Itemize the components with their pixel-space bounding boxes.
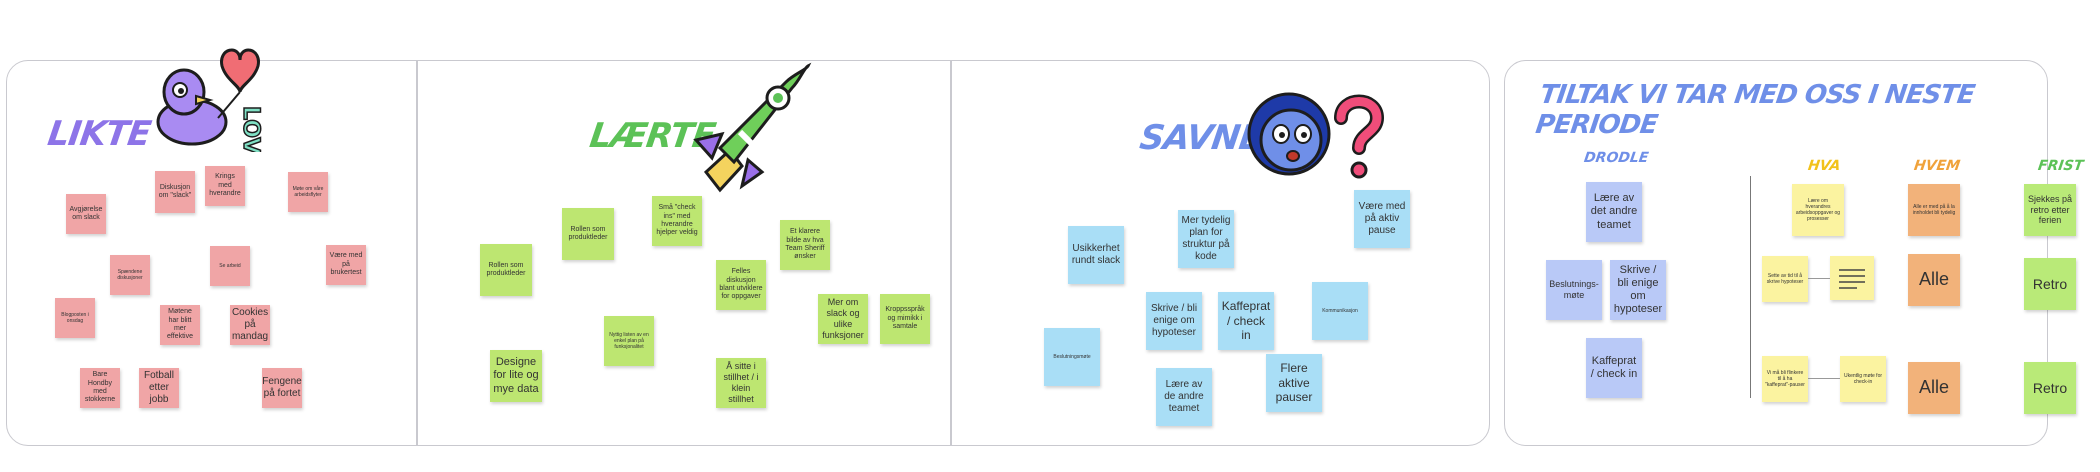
sticky-note[interactable]: Kaffeprat / check in bbox=[1218, 292, 1274, 350]
sticky-note[interactable]: Et klarere bilde av hva Team Sheriff øns… bbox=[780, 220, 830, 270]
sticky-note[interactable]: Diskusjon om "slack" bbox=[155, 171, 195, 213]
sticky-note[interactable]: Designe for lite og mye data bbox=[490, 350, 542, 402]
sticky-note[interactable]: Bare Hondby med stokkerne bbox=[80, 368, 120, 408]
sticky-note[interactable]: Skrive / bli enige om hypoteser bbox=[1610, 260, 1666, 320]
sticky-note[interactable]: Felles diskusjon blant utviklere for opp… bbox=[716, 260, 766, 310]
sticky-note[interactable]: Lære av det andre teamet bbox=[1586, 182, 1642, 242]
sticky-note[interactable]: Lære av de andre teamet bbox=[1156, 368, 1212, 426]
sticky-note[interactable]: Mer tydelig plan for struktur på kode bbox=[1178, 210, 1234, 268]
sticky-note[interactable]: Kroppsspråk og mimikk i samtale bbox=[880, 294, 930, 344]
sticky-note[interactable]: Kaffeprat / check in bbox=[1586, 338, 1642, 398]
column-header-hvem: HVEM bbox=[1912, 158, 1962, 174]
column-header-frist: FRIST bbox=[2036, 158, 2085, 174]
sticky-note[interactable]: Ukentlig møte for check-in bbox=[1840, 356, 1886, 402]
love-bird-sticker-icon: LOVE bbox=[156, 48, 264, 152]
sticky-note[interactable]: Være med på brukertest bbox=[326, 245, 366, 285]
sticky-note[interactable]: Beslutningsmøte bbox=[1044, 328, 1100, 386]
section-divider-1 bbox=[416, 60, 418, 446]
sticky-note[interactable]: Være med på aktiv pause bbox=[1354, 190, 1410, 248]
sticky-note[interactable]: Lære om hverandres arbeidsoppgaver og pr… bbox=[1792, 184, 1844, 236]
sticky-note[interactable]: Krings med hverandre bbox=[205, 166, 245, 206]
sticky-note[interactable]: Sette av tid til å skrive hypoteser bbox=[1762, 256, 1808, 302]
confused-face-sticker-icon bbox=[1247, 92, 1385, 179]
sticky-note[interactable]: Retro bbox=[2024, 258, 2076, 310]
tiltak-heading: TILTAK VI TAR MED OSS I NESTE PERIODE bbox=[1533, 80, 1977, 140]
svg-text:LOVE: LOVE bbox=[238, 106, 263, 152]
sticky-note[interactable]: Fotball etter jobb bbox=[139, 368, 179, 408]
sticky-note[interactable]: Møtene har blitt mer effektive bbox=[160, 305, 200, 345]
sticky-note[interactable]: Rollen som produktleder bbox=[480, 244, 532, 296]
sticky-note[interactable]: Fengene på fortet bbox=[262, 368, 302, 408]
sticky-note[interactable]: Cookies på mandag bbox=[230, 305, 270, 345]
sticky-note[interactable]: Usikkerhet rundt slack bbox=[1068, 226, 1124, 284]
sticky-note[interactable]: Møte om våre arbeidsflyter bbox=[288, 172, 328, 212]
column-header-drodle: DRODLE bbox=[1582, 150, 1650, 166]
sticky-note[interactable]: Avgjørelse om slack bbox=[66, 194, 106, 234]
sticky-note[interactable]: Å sitte i stillhet / i klein stillhet bbox=[716, 358, 766, 408]
sticky-note[interactable]: Rollen som produktleder bbox=[562, 208, 614, 260]
sticky-note[interactable]: Alle bbox=[1908, 362, 1960, 414]
sticky-note[interactable]: Blogposten i onsdag bbox=[55, 298, 95, 338]
sticky-note[interactable]: Alle er med på å la innholdet bli tydeli… bbox=[1908, 184, 1960, 236]
column-header-hva: HVA bbox=[1806, 158, 1842, 174]
sticky-note[interactable]: Små "check ins" med hverandre hjelper ve… bbox=[652, 196, 702, 246]
column-divider bbox=[1750, 176, 1751, 398]
sticky-note[interactable]: Spændene diskusjoner bbox=[110, 255, 150, 295]
sticky-note[interactable]: Alle bbox=[1908, 254, 1960, 306]
sticky-note[interactable]: Sjekkes på retro etter ferien bbox=[2024, 184, 2076, 236]
sticky-note[interactable]: Nyttig listen av en enkel plan på funksj… bbox=[604, 316, 654, 366]
sticky-note[interactable]: Retro bbox=[2024, 362, 2076, 414]
summary-note-lines-icon[interactable] bbox=[1830, 256, 1874, 300]
sticky-note[interactable]: Flere aktive pauser bbox=[1266, 354, 1322, 412]
sticky-note[interactable]: Beslutnings-møte bbox=[1546, 260, 1602, 320]
sticky-note[interactable]: Kommunikasjon bbox=[1312, 282, 1368, 340]
connector-line bbox=[1808, 378, 1840, 379]
likte-heading: LIKTE bbox=[45, 114, 153, 154]
connector-line bbox=[1808, 278, 1830, 279]
sticky-note[interactable]: Vi må bli flinkere til å ha "kaffeprat"-… bbox=[1762, 356, 1808, 402]
section-divider-2 bbox=[950, 60, 952, 446]
sticky-note[interactable]: Mer om slack og ulike funksjoner bbox=[818, 294, 868, 344]
sticky-note[interactable]: Se arbeid bbox=[210, 246, 250, 286]
sticky-note[interactable]: Skrive / bli enige om hypoteser bbox=[1146, 292, 1202, 350]
rocket-sticker-icon bbox=[693, 62, 812, 193]
